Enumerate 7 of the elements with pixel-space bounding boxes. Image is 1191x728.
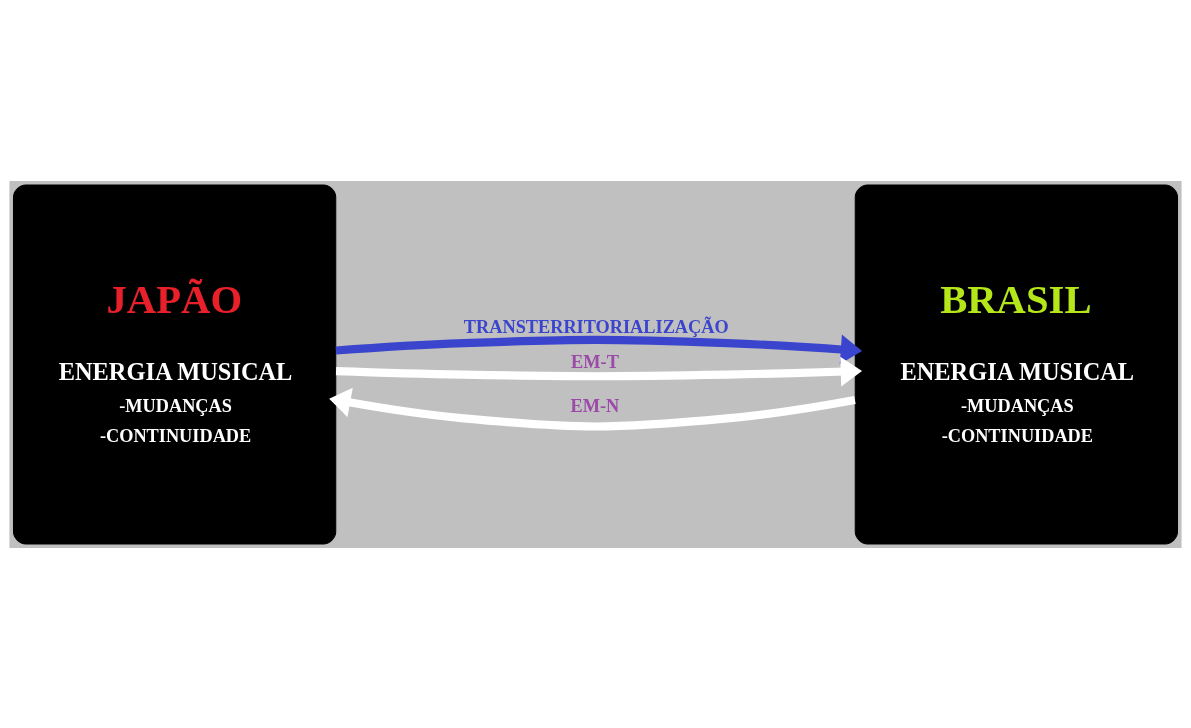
arrow [335, 356, 863, 387]
edge-label: EM-T [571, 351, 619, 372]
node-box: JAPÃO ENERGIA MUSICAL -MUDANÇAS -CONTINUIDADE [12, 184, 337, 544]
edge-label: EM-N [570, 395, 620, 416]
edge-label: TRANSTERRITORIALIZAÇÃO [463, 316, 729, 337]
node-box: BRASIL ENERGIA MUSICAL -MUDANÇAS -CONTINUIDADE [854, 184, 1179, 544]
arrow [329, 387, 856, 430]
